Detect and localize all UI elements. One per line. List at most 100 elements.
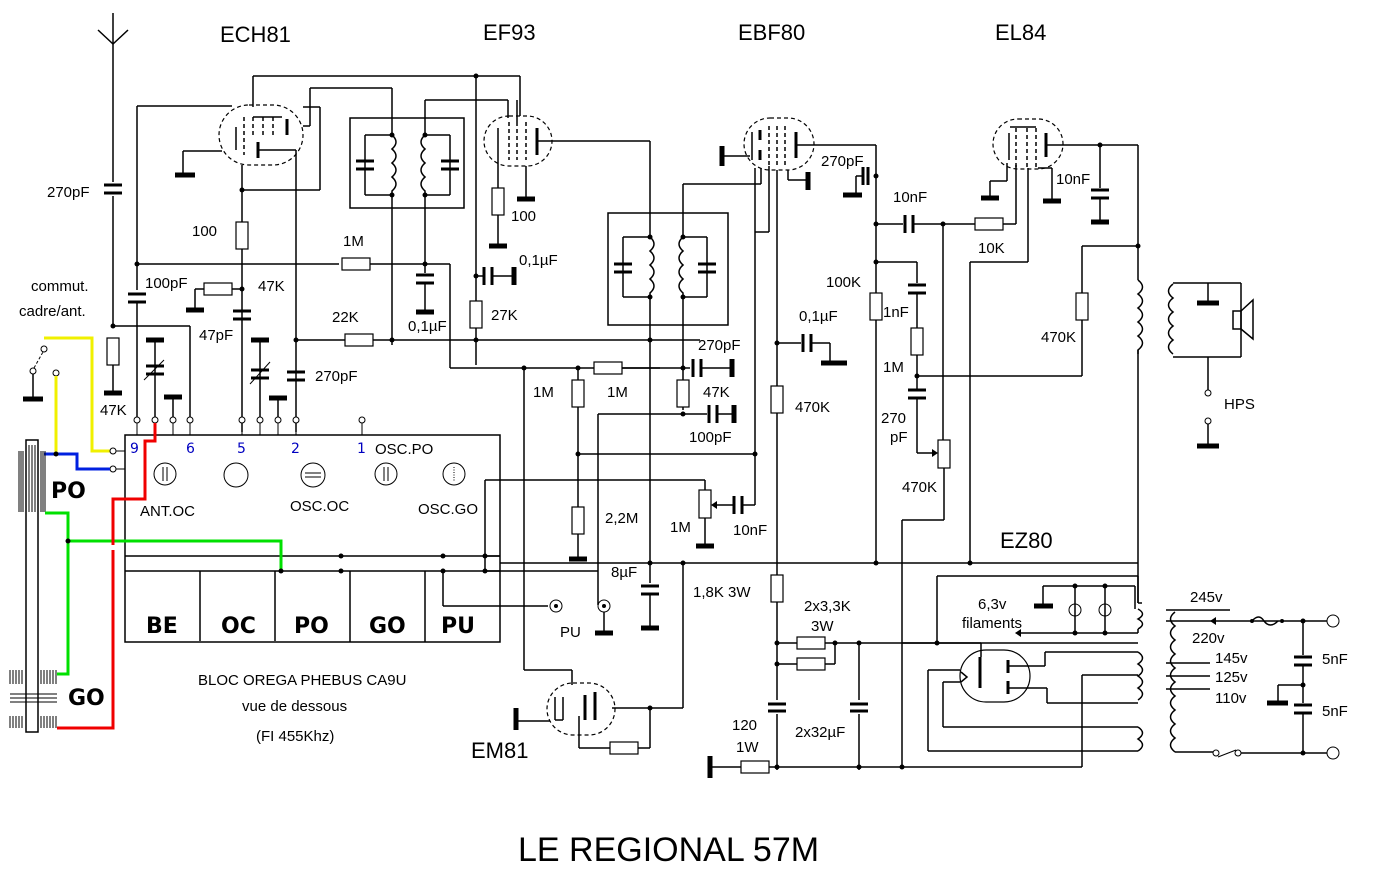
label-r-120-a: 120 bbox=[732, 717, 757, 734]
resistor-1m-agc bbox=[341, 257, 371, 271]
label-r-1m-tone: 1M bbox=[883, 359, 904, 376]
label-c-1nf: 1nF bbox=[883, 304, 909, 321]
tube-label-el84: EL84 bbox=[995, 20, 1046, 45]
resistor-470k-fb bbox=[1075, 292, 1089, 321]
label-osc-po: OSC.PO bbox=[375, 441, 433, 458]
capacitor-32uf-a bbox=[765, 700, 789, 714]
capacitor-antenna bbox=[100, 182, 126, 196]
tube-ech81 bbox=[218, 104, 304, 166]
band-button-po[interactable]: PO bbox=[294, 614, 329, 639]
resistor-47k-ant bbox=[106, 337, 120, 366]
bloc-pin-terminals bbox=[133, 416, 366, 435]
pu-jack-ground[interactable] bbox=[595, 599, 613, 636]
label-r-27k: 27K bbox=[491, 307, 518, 324]
resistor-22k bbox=[344, 333, 374, 347]
pu-jack-signal[interactable] bbox=[549, 599, 563, 613]
tap-125v: 125v bbox=[1215, 669, 1248, 686]
pilot-lamp-2 bbox=[1098, 583, 1112, 636]
tube-ebf80 bbox=[743, 117, 815, 171]
potentiometer-volume[interactable] bbox=[698, 489, 712, 519]
label-c-ant: 270pF bbox=[47, 184, 90, 201]
label-r-470k-fb: 470K bbox=[1041, 329, 1076, 346]
label-c-01uf-ebf: 0,1µF bbox=[799, 308, 838, 325]
label-c-100pf-det: 100pF bbox=[689, 429, 732, 446]
tube-em81 bbox=[546, 682, 616, 736]
label-r-22m: 2,2M bbox=[605, 510, 638, 527]
label-c-100pf: 100pF bbox=[145, 275, 188, 292]
bloc-orega bbox=[124, 434, 501, 643]
power-switch[interactable] bbox=[1212, 749, 1242, 758]
label-c-01uf-if: 0,1µF bbox=[408, 318, 447, 335]
label-mains-c2: 5nF bbox=[1322, 703, 1348, 720]
page-title: LE REGIONAL 57M bbox=[518, 831, 819, 869]
label-osc-oc: OSC.OC bbox=[290, 498, 349, 515]
label-mains-c1: 5nF bbox=[1322, 651, 1348, 668]
trimmer-knob-osc-go bbox=[442, 462, 466, 486]
antenna-switch[interactable] bbox=[23, 345, 60, 402]
bloc-pin-2: 2 bbox=[291, 441, 300, 457]
switch-label-line2: cadre/ant. bbox=[19, 303, 86, 320]
label-r-10k: 10K bbox=[978, 240, 1005, 257]
label-c-10nf-el84: 10nF bbox=[1056, 171, 1090, 188]
resistor-ech81-cathode bbox=[235, 221, 249, 250]
tap-245v: 245v bbox=[1190, 589, 1223, 606]
trimmer-capacitor-ant bbox=[143, 337, 165, 420]
pilot-lamp-1 bbox=[1068, 583, 1082, 636]
label-c-8uf: 8µF bbox=[611, 564, 637, 581]
tube-label-em81: EM81 bbox=[471, 738, 528, 763]
label-r-ef93-cath: 100 bbox=[511, 208, 536, 225]
resistor-3-3k-a bbox=[796, 636, 826, 650]
resistor-47k-grid bbox=[203, 282, 233, 296]
power-transformer-primary bbox=[1166, 609, 1280, 753]
label-c-270pf-ebf-anode: 270pF bbox=[821, 153, 864, 170]
band-button-pu[interactable]: PU bbox=[441, 614, 475, 639]
band-button-go[interactable]: GO bbox=[369, 614, 406, 639]
label-r-120-b: 1W bbox=[736, 739, 759, 756]
label-r-ech-cath: 100 bbox=[192, 223, 217, 240]
switch-label-line1: commut. bbox=[31, 278, 89, 295]
coil-label-go: GO bbox=[68, 686, 105, 711]
label-pot-470k: 470K bbox=[902, 479, 937, 496]
label-r-470k-ebf: 470K bbox=[795, 399, 830, 416]
bloc-pin-1: 1 bbox=[357, 441, 366, 457]
label-c-01uf-ef93: 0,1µF bbox=[519, 252, 558, 269]
label-c-270pf-osc: 270pF bbox=[315, 368, 358, 385]
tap-220v: 220v bbox=[1192, 630, 1225, 647]
antenna-icon bbox=[97, 13, 129, 326]
mains-terminal-1[interactable] bbox=[1326, 614, 1340, 628]
label-r-100k: 100K bbox=[826, 274, 861, 291]
resistor-ef93-cathode bbox=[491, 187, 505, 216]
tube-label-ech81: ECH81 bbox=[220, 22, 291, 47]
resistor-3-3k-b bbox=[796, 657, 826, 671]
trimmer-knob-osc-oc bbox=[300, 462, 326, 488]
label-c-270-tone-unit: pF bbox=[890, 429, 908, 446]
resistor-10k bbox=[974, 217, 1004, 231]
label-r-2x33k-b: 3W bbox=[811, 618, 834, 635]
label-r-18k: 1,8K 3W bbox=[693, 584, 751, 601]
label-filaments-2: filaments bbox=[962, 615, 1022, 632]
resistor-27k bbox=[469, 300, 483, 329]
speaker-icon bbox=[1232, 298, 1254, 341]
trimmer-knob-ant-oc bbox=[153, 462, 177, 486]
band-button-oc[interactable]: OC bbox=[221, 614, 256, 639]
tube-ez80 bbox=[959, 649, 1031, 703]
label-c-47pf: 47pF bbox=[199, 327, 233, 344]
potentiometer-tone[interactable] bbox=[937, 439, 951, 469]
tube-label-ef93: EF93 bbox=[483, 20, 536, 45]
label-r-47k-grid: 47K bbox=[258, 278, 285, 295]
label-c-10nf-vol: 10nF bbox=[733, 522, 767, 539]
mains-terminal-2[interactable] bbox=[1326, 746, 1340, 760]
resistor-1-8k bbox=[770, 574, 784, 603]
resistor-47k-det bbox=[676, 379, 690, 408]
trimmer-knob-blank bbox=[223, 462, 249, 488]
resistor-1m-a bbox=[571, 379, 585, 408]
if-transformer-2 bbox=[607, 212, 729, 326]
bloc-name: BLOC OREGA PHEBUS CA9U bbox=[198, 672, 406, 689]
label-hps: HPS bbox=[1224, 396, 1255, 413]
band-button-be[interactable]: BE bbox=[146, 614, 178, 639]
resistor-2-2m bbox=[571, 506, 585, 535]
trimmer-knob-osc-po bbox=[374, 462, 398, 486]
label-r-1m-b: 1M bbox=[607, 384, 628, 401]
resistor-120 bbox=[740, 760, 770, 774]
